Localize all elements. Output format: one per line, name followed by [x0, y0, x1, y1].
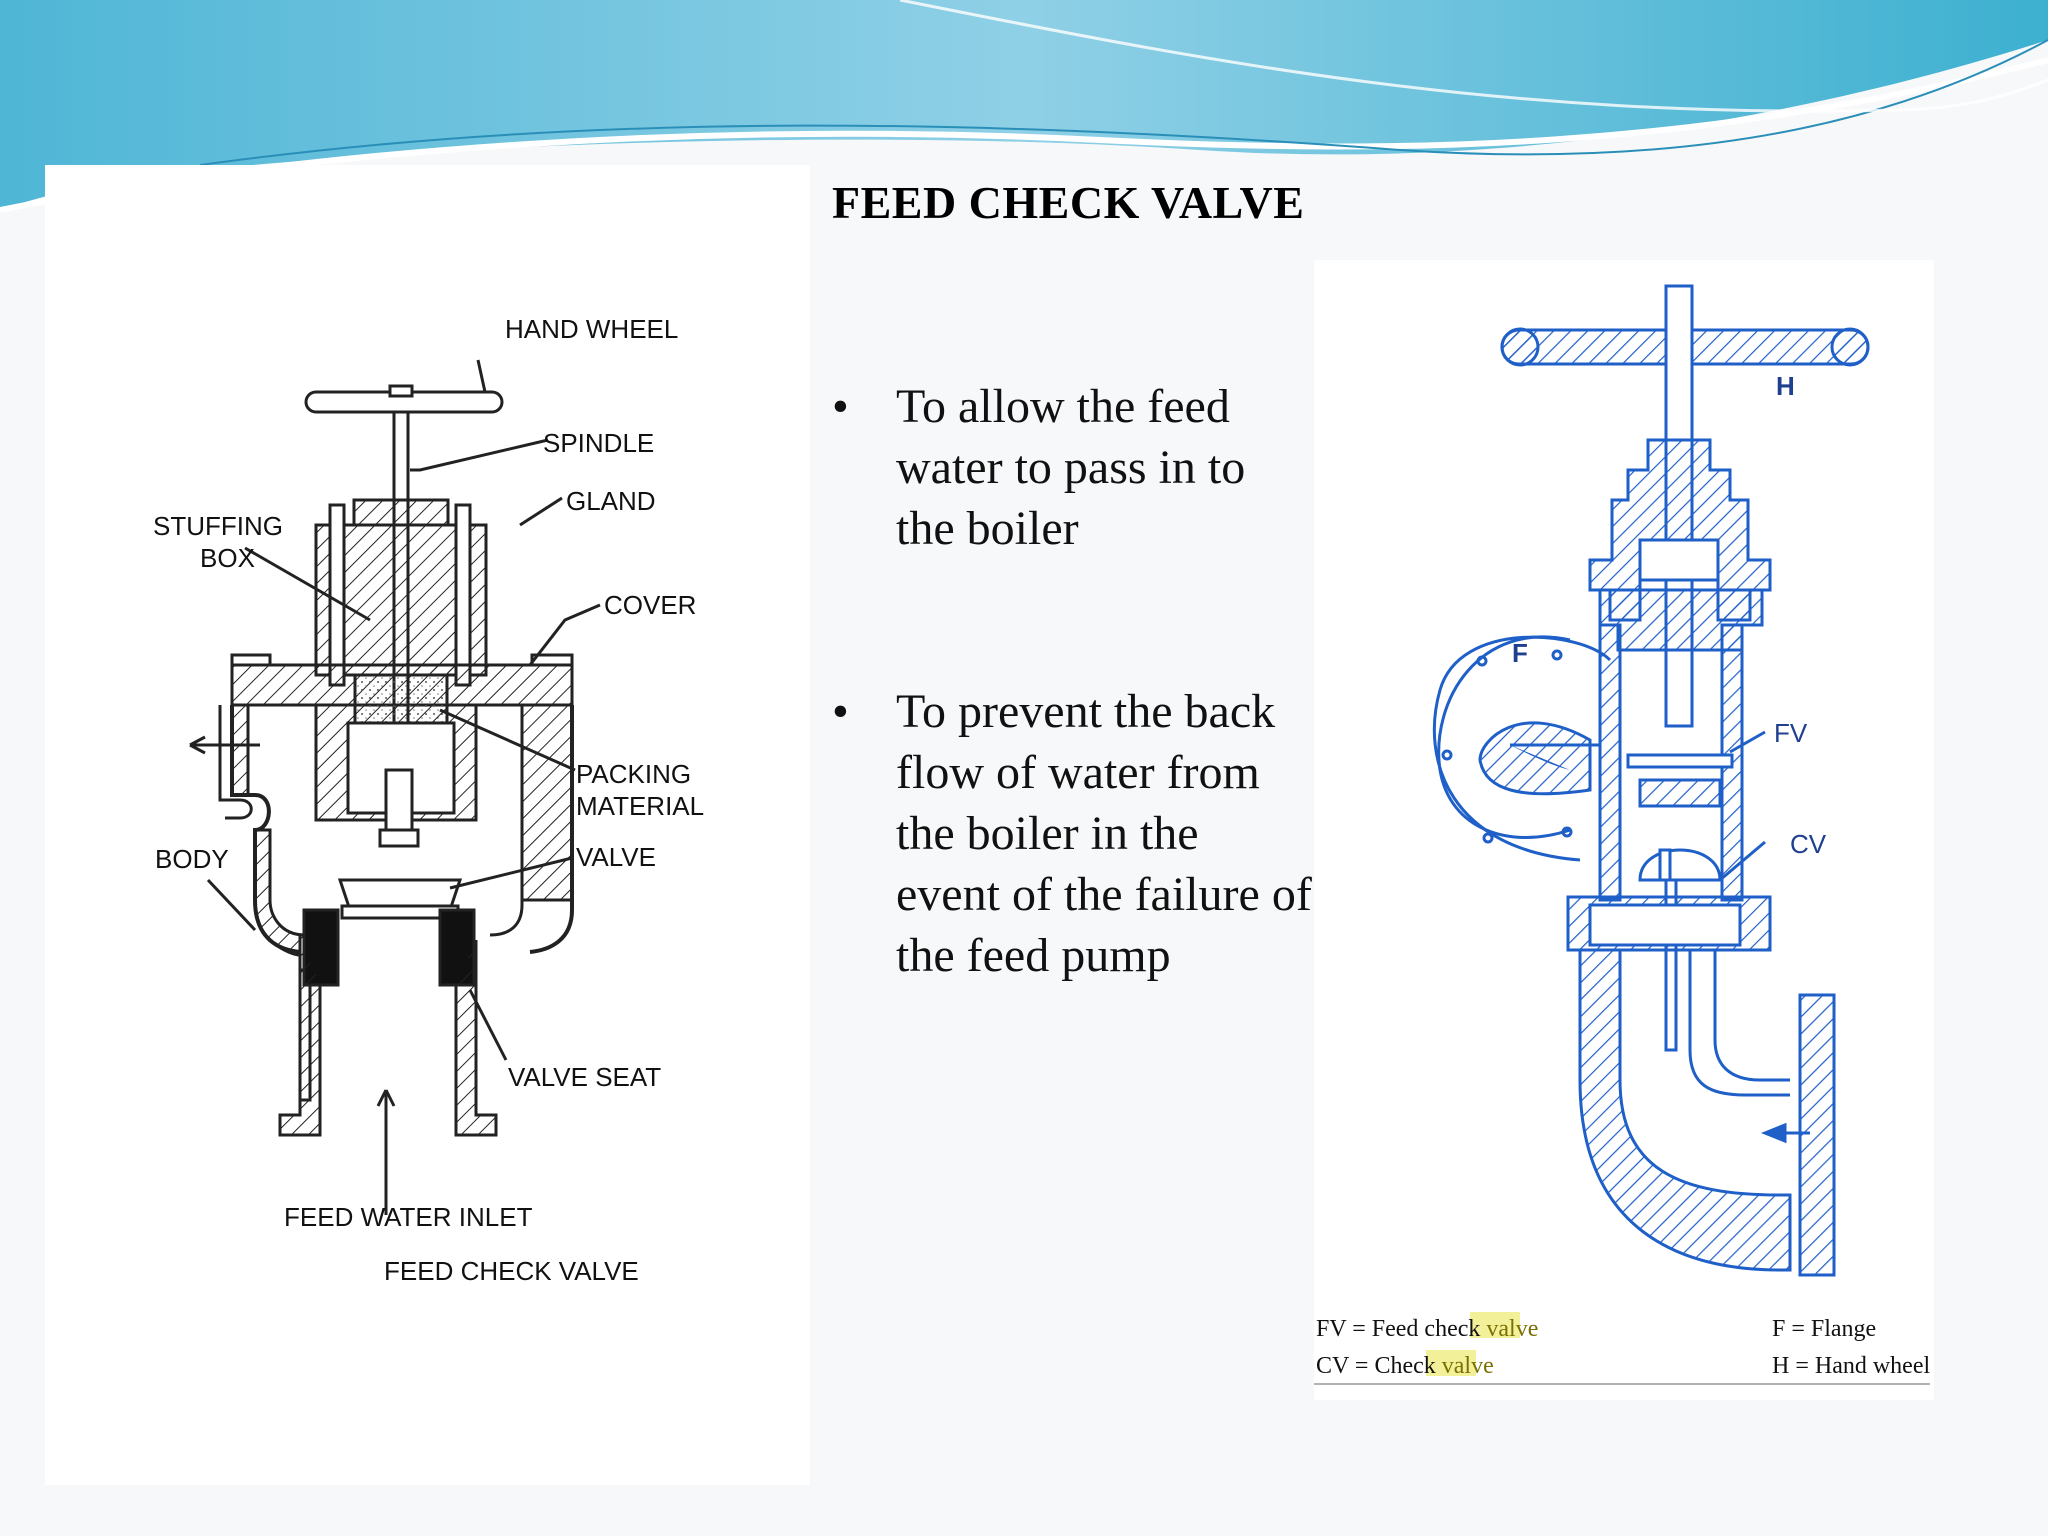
- left-diagram-panel: [45, 165, 810, 1485]
- header-wave-decoration: [0, 0, 2048, 213]
- legend-highlight: [1470, 1312, 1520, 1338]
- label-valve-seat: VALVE SEAT: [508, 1062, 661, 1092]
- label-packing-line1: PACKING: [576, 759, 691, 789]
- legend-cv: CV = Check valve: [1316, 1353, 1494, 1379]
- slide-title: FEED CHECK VALVE: [832, 177, 1305, 228]
- label-stuffing-box-line2: BOX: [200, 543, 255, 573]
- label-gland: GLAND: [566, 486, 656, 516]
- label-f: F: [1512, 638, 1528, 668]
- label-cv: CV: [1790, 829, 1827, 859]
- label-fv: FV: [1774, 718, 1808, 748]
- label-hand-wheel: HAND WHEEL: [505, 314, 678, 344]
- bullet-text: To allow the feed water to pass in to th…: [896, 380, 1246, 555]
- label-packing-line2: MATERIAL: [576, 791, 704, 821]
- legend-highlight: [1426, 1350, 1476, 1376]
- label-spindle: SPINDLE: [543, 428, 654, 458]
- bullet-dot-icon: •: [832, 685, 849, 738]
- bullet-item: • To prevent the back flow of water from…: [832, 681, 1312, 986]
- left-diagram-caption: FEED CHECK VALVE: [384, 1256, 639, 1286]
- label-cover: COVER: [604, 590, 696, 620]
- label-feed-water-inlet: FEED WATER INLET: [284, 1202, 533, 1232]
- label-h: H: [1776, 371, 1795, 401]
- label-stuffing-box-line1: STUFFING: [153, 511, 283, 541]
- diagram-legend: FV = Feed check valve CV = Check valve F…: [1314, 1312, 1930, 1385]
- legend-h: H = Hand wheel: [1772, 1353, 1930, 1379]
- bullet-text: To prevent the back flow of water from t…: [896, 685, 1312, 982]
- bullet-item: • To allow the feed water to pass in to …: [832, 376, 1312, 559]
- label-body: BODY: [155, 844, 229, 874]
- label-valve: VALVE: [576, 842, 656, 872]
- bullet-list: • To allow the feed water to pass in to …: [832, 376, 1312, 986]
- legend-f: F = Flange: [1772, 1316, 1876, 1342]
- bullet-dot-icon: •: [832, 380, 849, 433]
- right-valve-drawing: [1432, 284, 1870, 1277]
- legend-fv: FV = Feed check valve: [1316, 1316, 1538, 1342]
- left-valve-drawing: [189, 359, 601, 1215]
